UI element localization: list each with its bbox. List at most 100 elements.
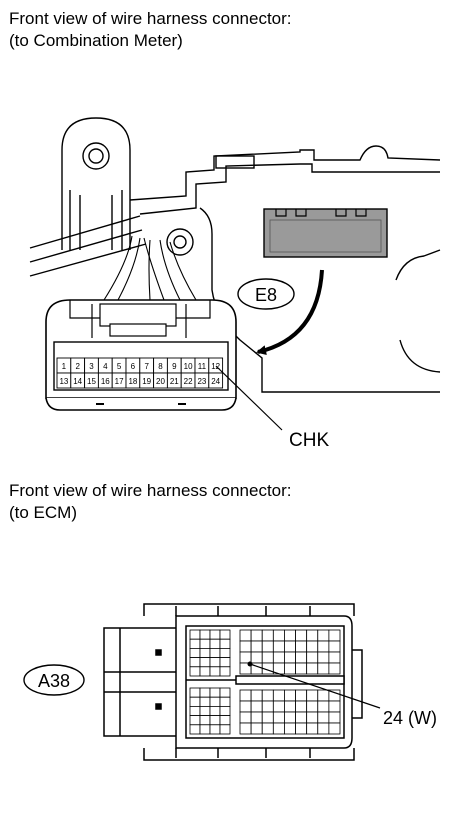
ecm-pin-cell: [328, 662, 341, 675]
ecm-pin-cell: [219, 696, 231, 707]
ecm-pin-cell: [306, 689, 319, 702]
ecm-pin-cell: [199, 648, 211, 659]
pin24-label: 24 (W): [383, 708, 437, 728]
ecm-pin-cell: [295, 711, 308, 724]
ecm-pin-cell: [199, 706, 211, 717]
ecm-pin-cell: [199, 687, 211, 698]
ecm-pin-cell: [328, 722, 341, 735]
ecm-pin-cell: [209, 724, 221, 735]
ecm-pin-cell: [209, 715, 221, 726]
meter-caption-line1: Front view of wire harness connector:: [9, 9, 292, 28]
ecm-pin-cell: [189, 638, 201, 649]
meter-pin-number: 15: [87, 377, 96, 386]
ecm-pin-cell: [272, 640, 285, 653]
ecm-pin-cell: [219, 724, 231, 735]
ecm-pin-cell: [250, 722, 263, 735]
meter-housing: [29, 117, 441, 393]
ecm-pin-cell: [189, 724, 201, 735]
ecm-pin-cell: [317, 629, 330, 642]
ecm-pin-cell: [261, 689, 274, 702]
ecm-pin-cell: [250, 629, 263, 642]
ecm-pin-cell: [209, 706, 221, 717]
ecm-pin-cell: [328, 711, 341, 724]
harness-wires: [103, 235, 197, 301]
ecm-pin-cell: [189, 657, 201, 668]
meter-pin-number: 1: [62, 362, 67, 371]
ecm-pin-cell: [239, 689, 252, 702]
ecm-pin-cell: [284, 722, 296, 735]
ecm-pin-cell: [306, 640, 319, 653]
ecm-pin-cell: [199, 666, 211, 677]
ecm-pin-cell: [284, 640, 296, 653]
ecm-pin-cell: [250, 689, 263, 702]
ecm-pin-cell: [295, 662, 308, 675]
ecm-pin-cell: [306, 700, 319, 713]
ecm-pin-cell: [219, 666, 231, 677]
e8-receptacle: [263, 208, 388, 258]
ecm-pin-grid: [189, 629, 341, 735]
ecm-pin-cell: [209, 687, 221, 698]
ecm-pin-cell: [250, 651, 263, 664]
meter-pin-number: 8: [158, 362, 163, 371]
ecm-pin-cell: [295, 689, 308, 702]
meter-pin-number: 14: [73, 377, 82, 386]
meter-pin-number: 16: [101, 377, 110, 386]
chk-leader-line: [215, 365, 283, 431]
meter-pin-number: 6: [131, 362, 136, 371]
ecm-pin-cell: [272, 700, 285, 713]
ecm-pin-cell: [328, 640, 341, 653]
meter-connector-caption: Front view of wire harness connector: (t…: [9, 8, 292, 52]
ecm-connector-caption: Front view of wire harness connector: (t…: [9, 480, 292, 524]
ecm-pin-cell: [209, 657, 221, 668]
ecm-pin-cell: [250, 700, 263, 713]
ecm-pin-cell: [219, 629, 231, 640]
ecm-pin-cell: [189, 648, 201, 659]
meter-pin-number: 24: [211, 377, 220, 386]
ecm-pin-cell: [219, 706, 231, 717]
ecm-pin-cell: [284, 629, 296, 642]
ecm-pin-cell: [272, 629, 285, 642]
ecm-pin-cell: [189, 715, 201, 726]
meter-pin-number: 11: [198, 362, 207, 371]
ecm-pin-cell: [295, 629, 308, 642]
meter-caption-line2: (to Combination Meter): [9, 31, 183, 50]
ecm-pin-cell: [189, 696, 201, 707]
meter-pin-cell: [208, 372, 224, 389]
meter-pin-number: 4: [103, 362, 108, 371]
ecm-pin-cell: [199, 724, 211, 735]
ecm-pin-cell: [272, 689, 285, 702]
meter-pin-number: 20: [156, 377, 165, 386]
ecm-pin-cell: [219, 657, 231, 668]
ecm-pin-cell: [199, 629, 211, 640]
ecm-pin-cell: [328, 629, 341, 642]
meter-pin-number: 10: [184, 362, 193, 371]
meter-pin-number: 23: [197, 377, 206, 386]
ecm-pin-cell: [328, 651, 341, 664]
pin24-marker: [247, 661, 253, 667]
ecm-pin-cell: [261, 629, 274, 642]
e8-label: E8: [237, 278, 295, 310]
ecm-pin-cell: [219, 638, 231, 649]
ecm-pin-cell: [284, 711, 296, 724]
ecm-pin-cell: [317, 651, 330, 664]
ecm-pin-cell: [219, 687, 231, 698]
a38-label: A38: [23, 664, 85, 696]
ecm-pin-cell: [317, 722, 330, 735]
meter-pin-number: 19: [142, 377, 151, 386]
ecm-pin-cell: [189, 629, 201, 640]
ecm-pin-cell: [189, 706, 201, 717]
ecm-pin-cell: [239, 722, 252, 735]
ecm-pin-cell: [239, 651, 252, 664]
pin24-leader-line: [249, 663, 381, 709]
meter-pin-number: 21: [170, 377, 179, 386]
ecm-pin-cell: [284, 700, 296, 713]
ecm-pin-cell: [317, 662, 330, 675]
meter-pin-number: 9: [172, 362, 177, 371]
ecm-pin-cell: [239, 711, 252, 724]
ecm-pin-cell: [306, 711, 319, 724]
ecm-pin-cell: [272, 711, 285, 724]
ecm-pin-cell: [189, 666, 201, 677]
meter-pin-number: 2: [75, 362, 80, 371]
